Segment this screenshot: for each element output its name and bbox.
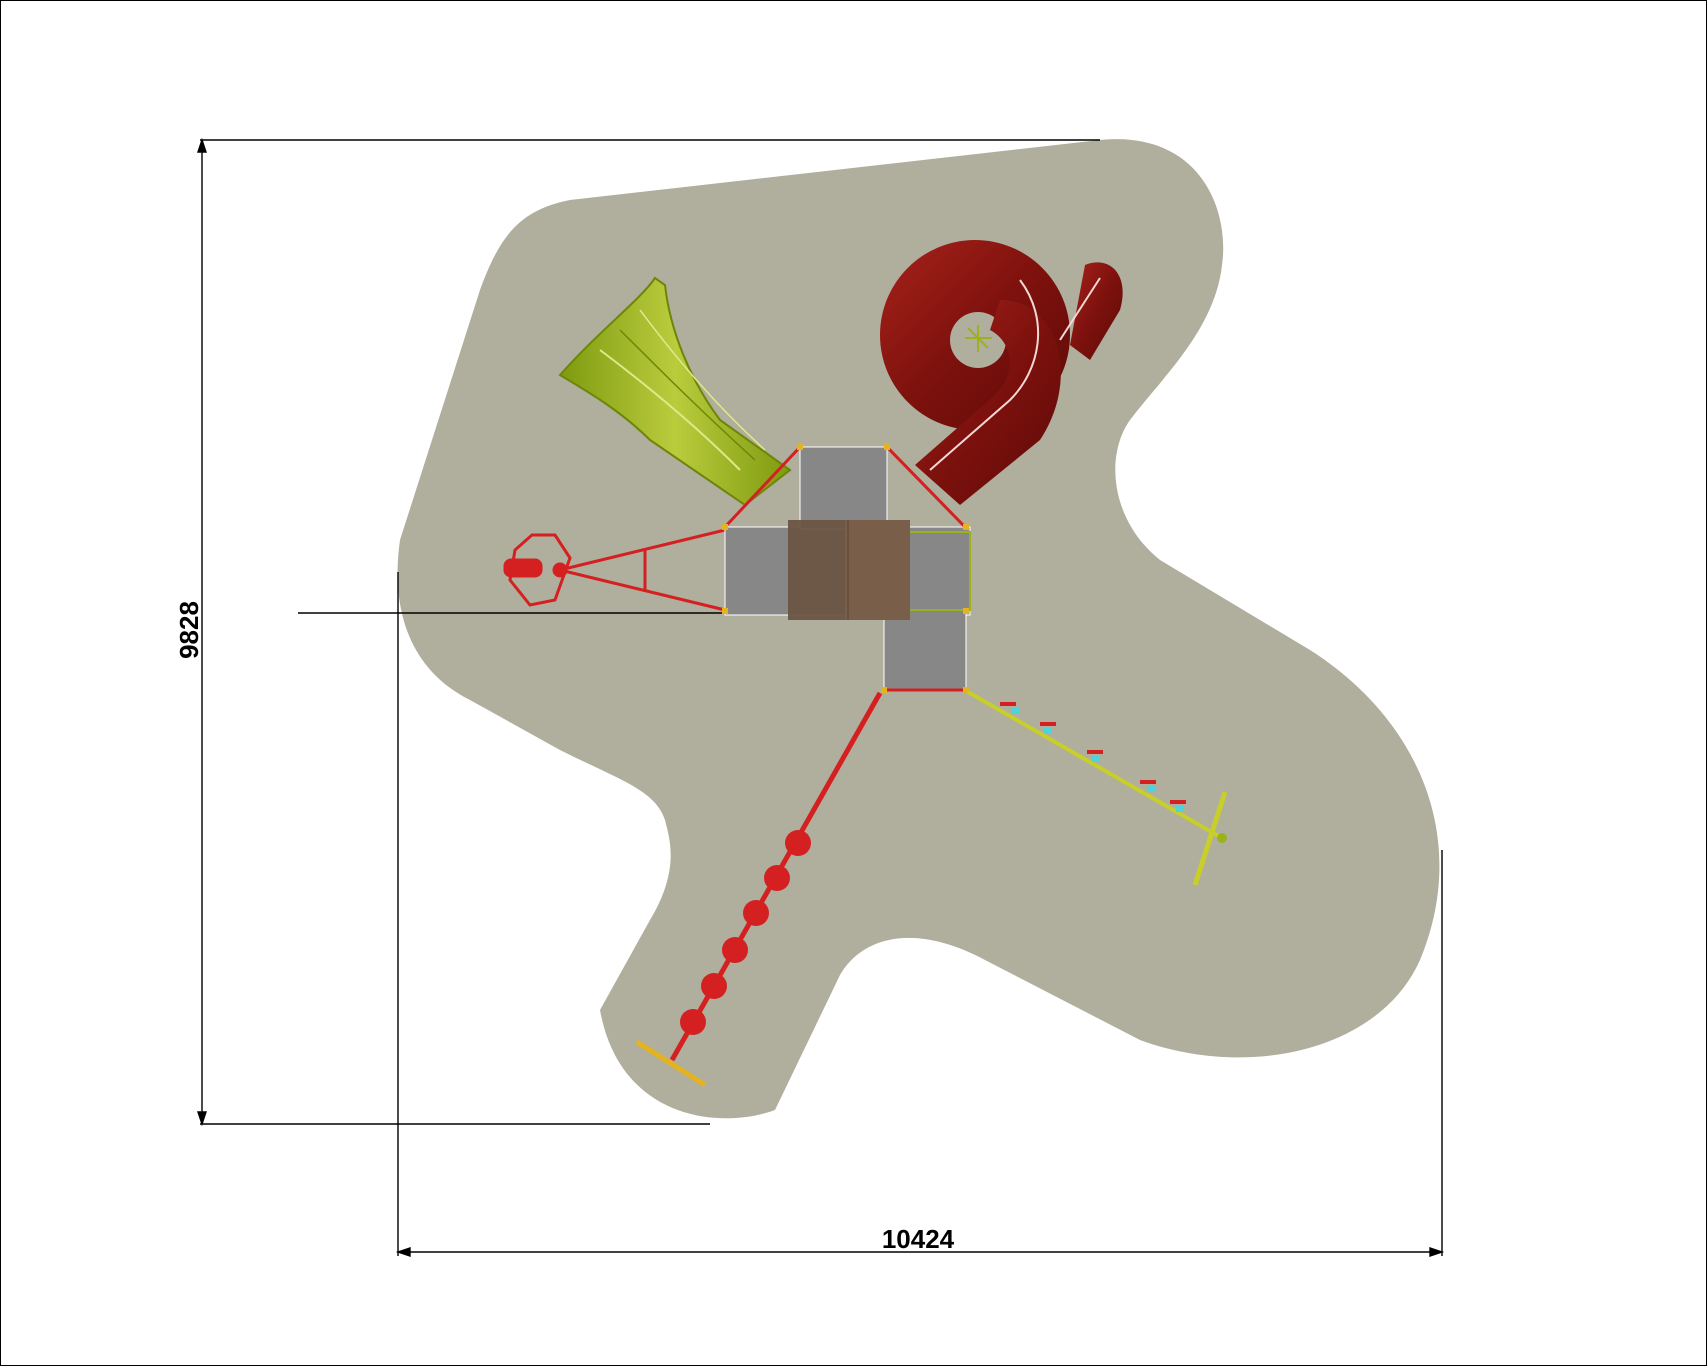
wave-slide — [558, 276, 792, 507]
height-dimension — [197, 137, 1100, 1127]
central-tower — [722, 444, 971, 693]
chain-bridge — [967, 690, 1228, 886]
stepping-disc-bridge — [635, 691, 883, 1088]
height-dimension-label: 9828 — [174, 601, 204, 659]
spiral-center-post — [965, 325, 992, 352]
tower-roof — [788, 520, 910, 620]
spiral-tube-slide — [880, 240, 1123, 505]
width-dimension-label: 10424 — [882, 1224, 955, 1254]
width-dimension — [298, 572, 1445, 1257]
tire-swing — [503, 528, 726, 612]
